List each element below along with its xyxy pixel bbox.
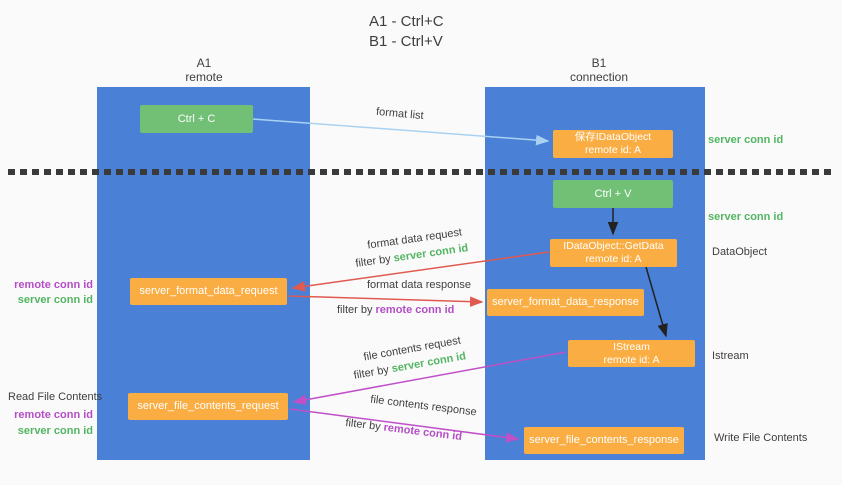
annotation-server-conn-id-top: server conn id: [708, 134, 784, 146]
node-server-format-data-response: server_format_data_response: [487, 289, 644, 316]
remote-conn-id-key: remote conn id: [375, 304, 455, 316]
label-filter-by-remote-conn-id-1: filter by remote conn id: [337, 304, 454, 316]
lane-b1-subtitle: connection: [569, 70, 629, 84]
title-line-1: A1 - Ctrl+C: [369, 13, 444, 30]
arrow-format-data-response: [288, 295, 484, 307]
node-save-idataobject: 保存IDataObject remote id: A: [553, 130, 673, 158]
label-format-data-response: format data response: [367, 279, 471, 291]
annotation-server-conn-id-mid: server conn id: [708, 211, 784, 223]
label-filter-by-remote-conn-id-2: filter by remote conn id: [345, 417, 463, 443]
annotation-remote-conn-id-1: remote conn id: [14, 279, 93, 291]
annotation-remote-conn-id-2: remote conn id: [14, 409, 93, 421]
istream-line2: remote id: A: [603, 353, 660, 366]
filter-by-text: filter by: [354, 252, 395, 270]
lane-a1-title: A1: [196, 56, 212, 70]
filter-by-text: filter by: [337, 304, 376, 316]
diagram-title: A1 - Ctrl+C B1 - Ctrl+V: [369, 12, 444, 52]
istream-line1: IStream: [613, 340, 650, 353]
node-ctrl-c: Ctrl + C: [140, 105, 253, 133]
annotation-write-file-contents: Write File Contents: [714, 432, 808, 444]
lane-a1-subtitle: remote: [185, 70, 223, 84]
annotation-dataobject: DataObject: [712, 246, 768, 258]
node-ctrl-v: Ctrl + V: [553, 180, 673, 208]
filter-by-text: filter by: [344, 416, 385, 434]
save-idataobject-line2: remote id: A: [584, 144, 642, 156]
node-idataobject-getdata: IDataObject::GetData remote id: A: [550, 239, 677, 267]
node-server-file-contents-response: server_file_contents_response: [524, 427, 684, 454]
phase-divider-dotted-line: [8, 169, 834, 175]
annotation-server-conn-id-1: server conn id: [17, 294, 93, 306]
node-server-format-data-request: server_format_data_request: [130, 278, 287, 305]
remote-conn-id-key: remote conn id: [382, 421, 463, 444]
node-istream: IStream remote id: A: [568, 340, 695, 367]
lane-header-b1: B1 connection: [539, 56, 659, 84]
ctrl-c-label: Ctrl + C: [177, 112, 216, 125]
getdata-line1: IDataObject::GetData: [563, 240, 664, 252]
annotation-server-conn-id-2: server conn id: [17, 425, 93, 437]
file-response-label: server_file_contents_response: [529, 434, 679, 446]
lane-header-a1: A1 remote: [144, 56, 264, 84]
title-line-2: B1 - Ctrl+V: [369, 33, 443, 50]
lane-b1-title: B1: [591, 56, 607, 70]
label-format-list: format list: [375, 105, 425, 123]
file-request-label: server_file_contents_request: [137, 400, 279, 412]
save-idataobject-line1: 保存IDataObject: [574, 131, 652, 143]
annotation-read-file-contents: Read File Contents: [8, 391, 103, 403]
annotation-istream: Istream: [712, 350, 749, 362]
ctrl-v-label: Ctrl + V: [594, 187, 632, 200]
filter-by-text: filter by: [352, 363, 393, 382]
format-response-label: server_format_data_response: [492, 296, 639, 308]
format-request-label: server_format_data_request: [139, 285, 278, 297]
getdata-line2: remote id: A: [585, 253, 642, 265]
node-server-file-contents-request: server_file_contents_request: [128, 393, 288, 420]
label-file-contents-response: file contents response: [369, 393, 478, 419]
